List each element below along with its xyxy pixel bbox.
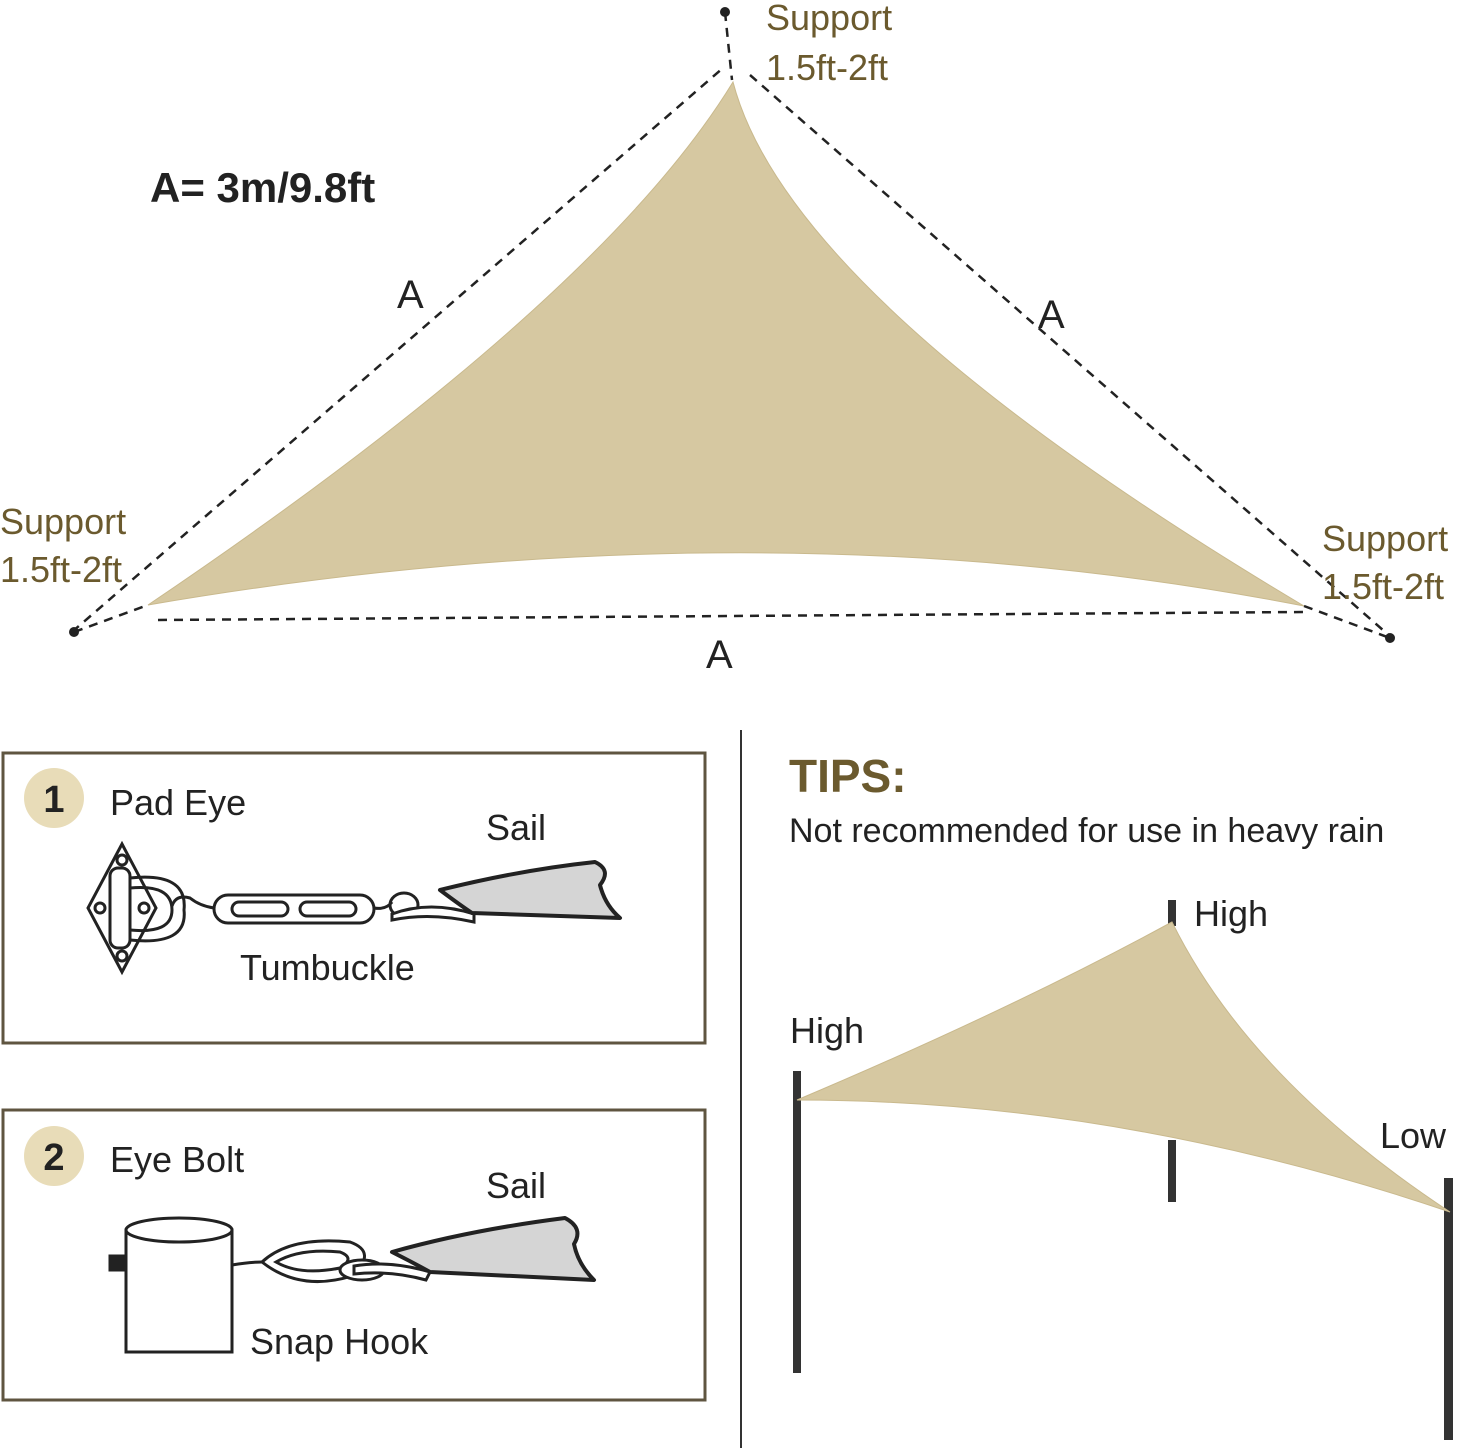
anchor-point-left bbox=[69, 627, 79, 637]
sail-corner-icon-2 bbox=[352, 1216, 596, 1282]
support-range-top: 1.5ft-2ft bbox=[766, 47, 888, 88]
sail-label-2: Sail bbox=[486, 1165, 546, 1206]
support-label-top: Support bbox=[766, 0, 892, 38]
label-high-left: High bbox=[790, 1010, 864, 1051]
anchor-point-right bbox=[1385, 633, 1395, 643]
method-box-2 bbox=[1, 1108, 707, 1402]
step-badge-2 bbox=[24, 1126, 84, 1186]
side-label-left: A bbox=[397, 273, 424, 317]
tips-text: Not recommended for use in heavy rain bbox=[789, 812, 1384, 850]
pole-right bbox=[1444, 1178, 1453, 1440]
method-title-1: Pad Eye bbox=[110, 782, 246, 823]
method-title-2: Eye Bolt bbox=[110, 1139, 244, 1180]
sail-corner-icon-1 bbox=[390, 860, 622, 924]
dashed-anchor-right bbox=[1303, 604, 1391, 640]
pole-left bbox=[793, 1071, 801, 1373]
tips-sail bbox=[796, 921, 1451, 1213]
label-low: Low bbox=[1380, 1115, 1447, 1156]
support-range-left: 1.5ft-2ft bbox=[0, 549, 122, 590]
pad-eye-icon bbox=[86, 840, 186, 976]
dashed-side-right bbox=[749, 74, 1393, 639]
part-label-1: Tumbuckle bbox=[240, 947, 415, 988]
post-icon bbox=[108, 1216, 234, 1354]
side-label-right: A bbox=[1038, 293, 1065, 337]
snap-hook-icon bbox=[231, 1239, 386, 1283]
side-label-bottom: A bbox=[706, 633, 733, 677]
sail-label-1: Sail bbox=[486, 807, 546, 848]
step-number-2: 2 bbox=[43, 1137, 64, 1179]
main-sail-figure: A A A A= 3m/9.8ft Support 1.5ft-2ft Supp… bbox=[0, 0, 1448, 677]
dashed-anchor-left bbox=[73, 603, 149, 634]
pole-middle-bottom bbox=[1168, 1140, 1176, 1202]
support-range-right: 1.5ft-2ft bbox=[1322, 566, 1444, 607]
dimension-label: A= 3m/9.8ft bbox=[150, 164, 375, 211]
method-pad-eye: 1 Pad Eye Sail Tumbuckle bbox=[1, 751, 707, 1045]
tips-section: TIPS: Not recommended for use in heavy r… bbox=[789, 750, 1453, 1440]
pole-middle-top bbox=[1168, 900, 1176, 926]
label-high-top: High bbox=[1194, 893, 1268, 934]
step-number-1: 1 bbox=[43, 779, 64, 821]
support-label-left: Support bbox=[0, 501, 126, 542]
support-label-right: Support bbox=[1322, 518, 1448, 559]
dashed-anchor-top bbox=[723, 11, 734, 81]
turnbuckle-icon bbox=[170, 891, 420, 925]
step-badge-1 bbox=[24, 768, 84, 828]
dashed-side-bottom bbox=[157, 610, 1305, 622]
main-sail bbox=[147, 80, 1305, 607]
method-box-1 bbox=[1, 751, 707, 1045]
tips-title: TIPS: bbox=[789, 750, 907, 802]
method-eye-bolt: 2 Eye Bolt Sail Snap Hook bbox=[1, 1108, 707, 1402]
anchor-point-top bbox=[720, 7, 730, 17]
part-label-2: Snap Hook bbox=[250, 1321, 429, 1362]
